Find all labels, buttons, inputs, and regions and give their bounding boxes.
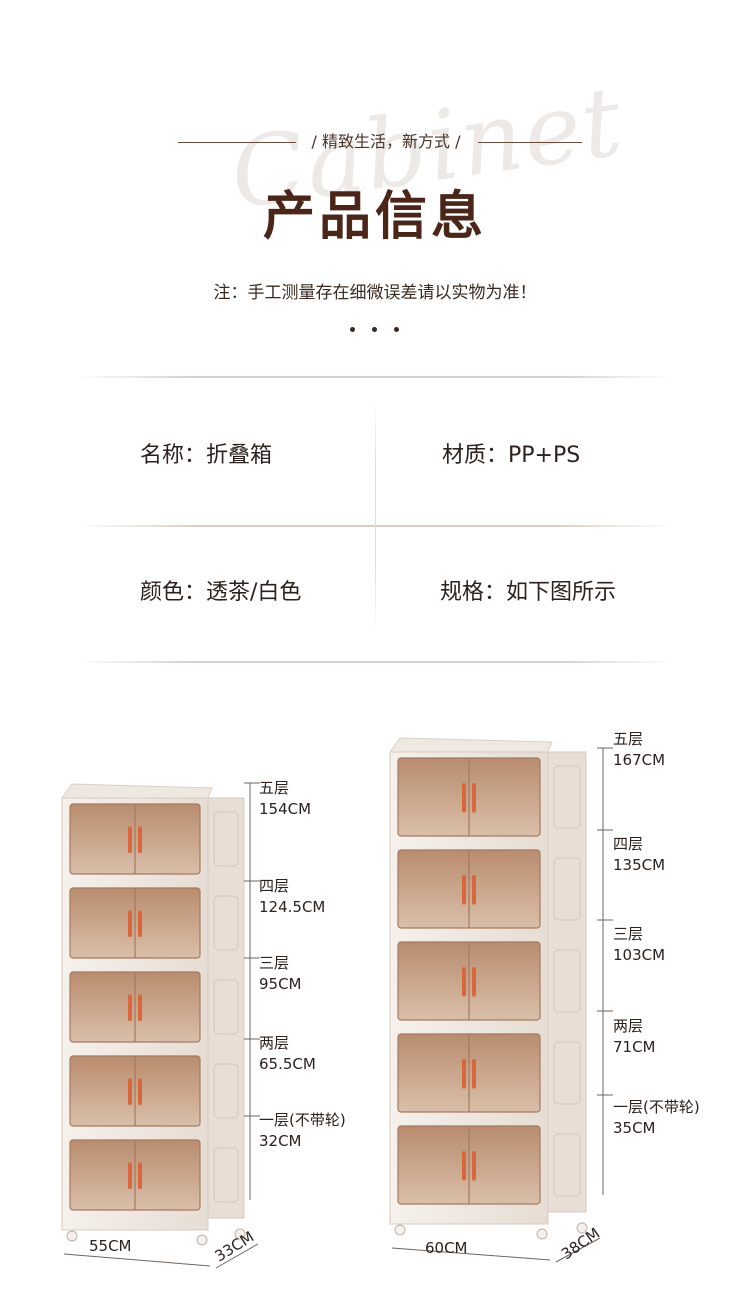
large-level-1-name: 一层(不带轮) — [613, 1098, 700, 1116]
spec-material: 材质：PP+PS — [442, 443, 581, 468]
ellipsis-dots — [350, 327, 402, 333]
drawer-handle-left — [128, 910, 132, 937]
dot — [394, 327, 399, 332]
large-level-4-height: 135CM — [613, 856, 665, 874]
tagline-row: / 精致生活，新方式 / — [0, 130, 750, 154]
small-level-4-height: 124.5CM — [259, 898, 325, 916]
drawer-handle-right — [472, 1058, 476, 1089]
drawer-handle-right — [138, 994, 142, 1021]
drawer-handle-left — [462, 874, 466, 905]
small-level-1-height: 32CM — [259, 1132, 302, 1150]
drawer-handle-left — [128, 1162, 132, 1189]
small-level-2-height: 65.5CM — [259, 1055, 316, 1073]
side-grip — [213, 979, 239, 1035]
small-level-5-height: 154CM — [259, 800, 311, 818]
spec-size: 规格：如下图所示 — [440, 580, 617, 605]
tagline-line-right — [478, 142, 582, 143]
large-cabinet — [389, 737, 613, 1263]
drawer-handle-left — [462, 1150, 466, 1181]
side-grip — [213, 895, 239, 951]
drawer-handle-left — [128, 826, 132, 853]
small-cabinet — [61, 782, 260, 1269]
depth-measure-line — [215, 1243, 259, 1269]
drawer-handle-right — [472, 966, 476, 997]
large-level-3-name: 三层 — [613, 925, 643, 943]
small-level-2-name: 两层 — [259, 1034, 289, 1052]
small-level-3-height: 95CM — [259, 975, 302, 993]
small-level-1-name: 一层(不带轮) — [259, 1111, 346, 1129]
drawer-handle-left — [128, 994, 132, 1021]
small-width-label: 55CM — [89, 1237, 132, 1255]
wheel — [234, 1228, 246, 1240]
large-level-4-name: 四层 — [613, 835, 643, 853]
side-grip — [553, 857, 581, 921]
small-depth-label: 33CM — [212, 1228, 258, 1266]
large-level-5-height: 167CM — [613, 751, 665, 769]
tagline: / 精致生活，新方式 / — [311, 132, 461, 151]
width-measure-line — [63, 1253, 211, 1267]
wheel — [536, 1228, 548, 1240]
side-grip — [213, 1147, 239, 1203]
side-grip — [553, 765, 581, 829]
divider-top — [75, 376, 675, 378]
wheel — [576, 1222, 588, 1234]
side-grip — [553, 949, 581, 1013]
drawer-handle-right — [138, 1162, 142, 1189]
small-level-5-name: 五层 — [259, 779, 289, 797]
spec-name: 名称：折叠箱 — [140, 443, 273, 468]
side-grip — [553, 1041, 581, 1105]
measurement-note: 注：手工测量存在细微误差请以实物为准！ — [213, 283, 537, 303]
tagline-line-left — [178, 142, 296, 143]
large-level-2-name: 两层 — [613, 1017, 643, 1035]
drawer-handle-right — [472, 1150, 476, 1181]
large-width-label: 60CM — [425, 1239, 468, 1257]
side-grip — [553, 1133, 581, 1197]
drawer-handle-right — [138, 1078, 142, 1105]
small-level-4-name: 四层 — [259, 877, 289, 895]
divider-vertical — [375, 400, 376, 632]
cabinet-lid — [61, 783, 213, 799]
drawer-handle-left — [462, 782, 466, 813]
cabinet-side — [207, 797, 245, 1219]
spec-color: 颜色：透茶/白色 — [140, 580, 302, 605]
small-level-3-name: 三层 — [259, 954, 289, 972]
cabinet-lid — [389, 737, 553, 753]
drawer-handle-left — [128, 1078, 132, 1105]
drawer-handle-right — [138, 826, 142, 853]
large-level-3-height: 103CM — [613, 946, 665, 964]
wheel — [196, 1234, 208, 1246]
drawer-handle-right — [472, 874, 476, 905]
side-grip — [213, 811, 239, 867]
page-title: 产品信息 — [262, 187, 487, 247]
divider-bottom — [75, 661, 675, 663]
drawer-handle-left — [462, 1058, 466, 1089]
large-level-5-name: 五层 — [613, 730, 643, 748]
drawer-handle-right — [138, 910, 142, 937]
width-measure-line — [391, 1247, 551, 1261]
dot — [372, 327, 377, 332]
wheel — [66, 1230, 78, 1242]
drawer-handle-left — [462, 966, 466, 997]
dot — [350, 327, 355, 332]
depth-measure-line — [555, 1237, 601, 1263]
large-level-2-height: 71CM — [613, 1038, 656, 1056]
drawer-handle-right — [472, 782, 476, 813]
side-grip — [213, 1063, 239, 1119]
wheel — [394, 1224, 406, 1236]
large-level-1-height: 35CM — [613, 1119, 656, 1137]
